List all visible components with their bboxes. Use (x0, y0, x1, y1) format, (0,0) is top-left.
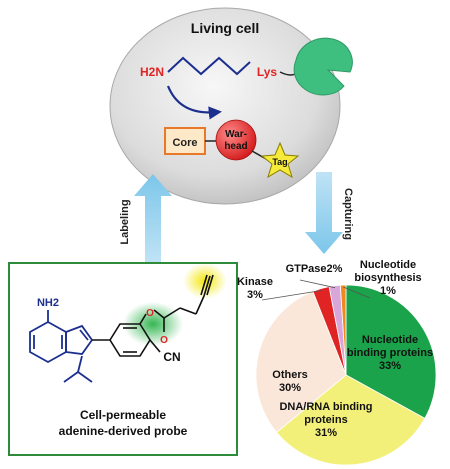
pie-leader-nucleotide-biosynthesis (343, 286, 371, 299)
probe-caption-line1: Cell-permeable (80, 408, 166, 422)
isopropyl-bond-1 (77, 355, 83, 373)
ester-highlight (123, 302, 183, 346)
capturing-arrow: Capturing (305, 172, 354, 254)
probe-panel: NH2 O O CN Cell-permeable adenine-derive… (8, 262, 238, 456)
reaction-arrow (166, 85, 222, 120)
cell-body (109, 7, 341, 205)
chain-bond-1 (163, 307, 181, 319)
imidazole-double-bond (79, 329, 89, 341)
warhead-label-line2: head (224, 141, 247, 152)
tag-star (260, 141, 300, 179)
amine-label: H2N (140, 65, 164, 79)
lysine-side-chain (167, 56, 251, 76)
cell-title: Living cell (191, 20, 259, 36)
ester-carbonyl-bond (153, 309, 165, 319)
alkyne-bond-3 (200, 274, 208, 296)
ester-oxygen-label: O (146, 308, 154, 319)
labeling-label: Labeling (119, 199, 131, 244)
tag-label: Tag (272, 157, 287, 167)
pie-slice-others (255, 290, 347, 433)
pie-leader-gtpase (299, 279, 336, 289)
alkyne-bond-2 (206, 274, 214, 296)
warhead-label-line1: War- (225, 129, 247, 140)
carbonyl-oxygen-label: O (160, 335, 168, 346)
imidazole-ring (65, 324, 94, 355)
chain-bond-2 (179, 307, 197, 315)
labeling-arrow-shape (134, 174, 172, 262)
phenyl-nitrile-bond (149, 339, 161, 353)
chain-bond-3 (195, 295, 205, 315)
core-label: Core (172, 137, 197, 149)
capturing-label: Capturing (342, 188, 354, 240)
protein-shape (293, 37, 353, 96)
probe-caption-line2: adenine-derived probe (59, 424, 188, 438)
nh2-label: NH2 (37, 297, 59, 309)
purine-structure (29, 310, 94, 383)
warhead-ball (215, 119, 257, 161)
pie-leader-kinase (261, 290, 322, 301)
pie-slice-nucleotide-biosynthesis (339, 284, 347, 376)
alkyne-bond-1 (203, 275, 211, 297)
isopropyl-bond-2 (63, 371, 79, 383)
phenyl-ester-bond (139, 313, 147, 325)
core-box (164, 127, 206, 155)
pie-label-gtpase: GTPase2% (286, 263, 343, 275)
living-cell: Living cell H2N Lys Core War- head Tag (109, 7, 353, 205)
isopropyl-bond-3 (77, 371, 93, 383)
pie-slice-nucleotide-binding-proteins (345, 284, 437, 419)
cn-label: CN (163, 350, 180, 364)
lys-label: Lys (257, 65, 278, 79)
labeling-arrow: Labeling (119, 174, 172, 262)
pie-slice-dna-rna-binding-proteins (276, 374, 426, 466)
phenyl-structure (92, 274, 214, 357)
capturing-arrow-shape (305, 172, 343, 254)
